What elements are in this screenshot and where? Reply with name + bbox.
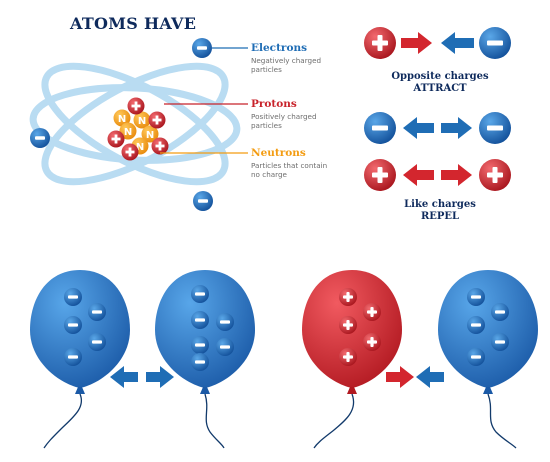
- neutron: N: [141, 125, 159, 143]
- arrow-right-icon: [441, 117, 472, 139]
- neutron-letter: N: [146, 130, 154, 141]
- electrons-description: Negatively charged particles: [251, 56, 322, 74]
- neutron-letter: N: [124, 127, 132, 138]
- page-title: ATOMS HAVE: [70, 14, 197, 33]
- proton: [148, 111, 166, 129]
- attract-line2: ATTRACT: [413, 83, 467, 94]
- neutron-letter: N: [138, 116, 146, 127]
- atom-orbits: [29, 62, 241, 186]
- neutron-letter: N: [136, 142, 144, 153]
- neutron: N: [119, 122, 137, 140]
- plus-charge-icon: [364, 27, 396, 59]
- minus-charge-icon: [364, 112, 396, 144]
- minus-charge-icon: [479, 27, 511, 59]
- attract-diagram: [364, 27, 511, 59]
- electron-bottom: [193, 191, 213, 211]
- plus-charge-icon: [364, 159, 396, 191]
- neutron: N: [113, 109, 131, 127]
- leader-lines: [160, 47, 248, 154]
- arrow-left-icon: [403, 117, 434, 139]
- protons-description: Positively charged particles: [251, 112, 317, 130]
- protons-label: Protons: [251, 98, 297, 110]
- arrow-right-icon: [386, 366, 414, 388]
- repel-caption: Like charges REPEL: [370, 199, 510, 223]
- balloon-blue-1: [30, 270, 130, 449]
- nucleus: N N N N N: [107, 97, 169, 161]
- neutrons-description: Particles that contain no charge: [251, 161, 328, 179]
- repel-diagram-negative: [364, 112, 511, 144]
- repel-diagram-positive: [364, 159, 511, 191]
- arrow-left-icon: [441, 32, 474, 54]
- balloon-blue-3: [438, 270, 538, 449]
- attract-line1: Opposite charges: [391, 71, 489, 82]
- neutrons-label: Neutrons: [251, 147, 306, 159]
- electron-left: [30, 128, 50, 148]
- neutron: N: [133, 111, 151, 129]
- attract-caption: Opposite charges ATTRACT: [370, 71, 510, 95]
- plus-charge-icon: [479, 159, 511, 191]
- orbit-3: [29, 84, 241, 164]
- arrow-left-icon: [110, 366, 138, 388]
- arrow-left-icon: [403, 164, 434, 186]
- electrons-label: Electrons: [251, 42, 307, 54]
- repel-line1: Like charges: [404, 199, 476, 210]
- minus-charge-icon: [479, 112, 511, 144]
- arrow-right-icon: [146, 366, 174, 388]
- balloon-blue-2: [155, 270, 255, 449]
- proton: [151, 137, 169, 155]
- arrow-right-icon: [401, 32, 432, 54]
- repel-line2: REPEL: [420, 211, 460, 222]
- electron-top: [192, 38, 212, 58]
- balloon-red: [302, 270, 402, 449]
- arrow-left-icon: [416, 366, 444, 388]
- proton: [107, 130, 125, 148]
- neutron-letter: N: [118, 114, 126, 125]
- proton: [127, 97, 145, 115]
- arrow-right-icon: [441, 164, 472, 186]
- proton: [121, 143, 139, 161]
